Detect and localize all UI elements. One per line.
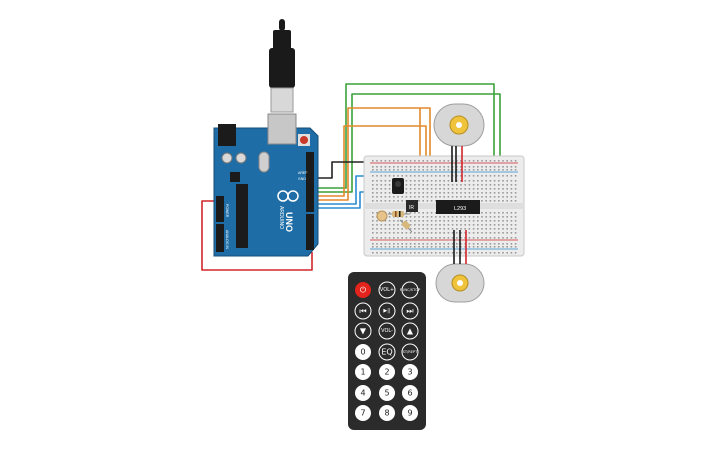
digit-0-button[interactable]: 0: [355, 344, 371, 360]
digit-5-button[interactable]: 5: [379, 385, 395, 401]
digit-7-button[interactable]: 7: [355, 405, 371, 421]
st-rept-button[interactable]: ST/REPT: [401, 343, 419, 361]
arduino-logo: [277, 190, 299, 202]
prev-button[interactable]: ⏮: [354, 302, 372, 320]
digit-9-button-label: 9: [407, 409, 412, 418]
arduino-board[interactable]: ARDUINO UNO AREF GND POWER ANALOG IN: [213, 113, 319, 257]
vol-down-button-label: VOL-: [381, 328, 393, 334]
led[interactable]: [376, 210, 388, 222]
usb-cable: [269, 19, 295, 113]
digit-4-button[interactable]: 4: [355, 385, 371, 401]
digit-3-button-label: 3: [407, 368, 412, 377]
arduino-analog-label: ANALOG IN: [225, 230, 229, 250]
digit-9-button[interactable]: 9: [402, 405, 418, 421]
play-pause-button[interactable]: ▶||: [378, 302, 396, 320]
digit-5-button-label: 5: [384, 389, 389, 398]
ir-remote[interactable]: ⏻ VOL+ FUNC/STOP ⏮ ▶|| ⏭ ▼ VOL- ▲ 0 EQ ST/REPT 1 2 3 4 5…: [348, 272, 426, 430]
digit-4-button-label: 4: [360, 389, 365, 398]
transistor[interactable]: IR: [406, 200, 418, 212]
digit-2-button[interactable]: 2: [379, 364, 395, 380]
eq-button-label: EQ: [381, 348, 392, 357]
up-button-label: ▲: [407, 327, 414, 336]
digit-6-button-label: 6: [407, 389, 412, 398]
l293-label: L293: [454, 206, 466, 212]
next-button-label: ⏭: [406, 307, 413, 316]
motor-bottom[interactable]: [435, 230, 485, 303]
func-stop-button-label: FUNC/STOP: [400, 288, 421, 292]
l293-chip[interactable]: L293: [436, 200, 480, 214]
digit-7-button-label: 7: [360, 409, 365, 418]
func-stop-button[interactable]: FUNC/STOP: [400, 281, 421, 299]
digit-0-button-label: 0: [360, 348, 365, 357]
resistor-2[interactable]: [399, 219, 413, 233]
vol-up-button-label: VOL+: [380, 287, 394, 293]
digit-3-button[interactable]: 3: [402, 364, 418, 380]
up-button[interactable]: ▲: [401, 322, 419, 340]
down-button[interactable]: ▼: [354, 322, 372, 340]
digit-2-button-label: 2: [384, 368, 389, 377]
power-button-label: ⏻: [360, 286, 367, 295]
arduino-brand-label: ARDUINO: [278, 206, 284, 229]
digit-8-button[interactable]: 8: [379, 405, 395, 421]
resistor[interactable]: [388, 211, 410, 217]
vol-down-button[interactable]: VOL-: [378, 322, 396, 340]
motor-top[interactable]: [433, 103, 485, 182]
down-button-label: ▼: [360, 327, 367, 336]
power-button[interactable]: ⏻: [355, 282, 371, 298]
remote-buttons: ⏻ VOL+ FUNC/STOP ⏮ ▶|| ⏭ ▼ VOL- ▲ 0 EQ ST/REPT 1 2 3 4 5…: [354, 281, 421, 421]
breadboard-holes: [372, 160, 517, 254]
vol-up-button[interactable]: VOL+: [378, 281, 396, 299]
arduino-model-label: UNO: [284, 212, 294, 232]
wire-red-loop[interactable]: [201, 200, 313, 271]
digit-6-button[interactable]: 6: [402, 385, 418, 401]
digit-8-button-label: 8: [384, 409, 389, 418]
wire-green-top[interactable]: [312, 83, 495, 189]
next-button[interactable]: ⏭: [401, 302, 419, 320]
arduino-aref-label: AREF: [298, 171, 307, 175]
play-pause-button-label: ▶||: [383, 308, 391, 314]
wire-black-gnd[interactable]: [312, 161, 376, 179]
ir-label: IR: [409, 205, 414, 211]
digit-1-button[interactable]: 1: [355, 364, 371, 380]
eq-button[interactable]: EQ: [378, 343, 396, 361]
arduino-power-label: POWER: [225, 204, 229, 218]
digit-1-button-label: 1: [360, 368, 365, 377]
prev-button-label: ⏮: [359, 307, 366, 316]
st-rept-button-label: ST/REPT: [403, 350, 419, 354]
arduino-gnd-label: GND: [298, 177, 306, 181]
ir-sensor[interactable]: [392, 178, 404, 194]
